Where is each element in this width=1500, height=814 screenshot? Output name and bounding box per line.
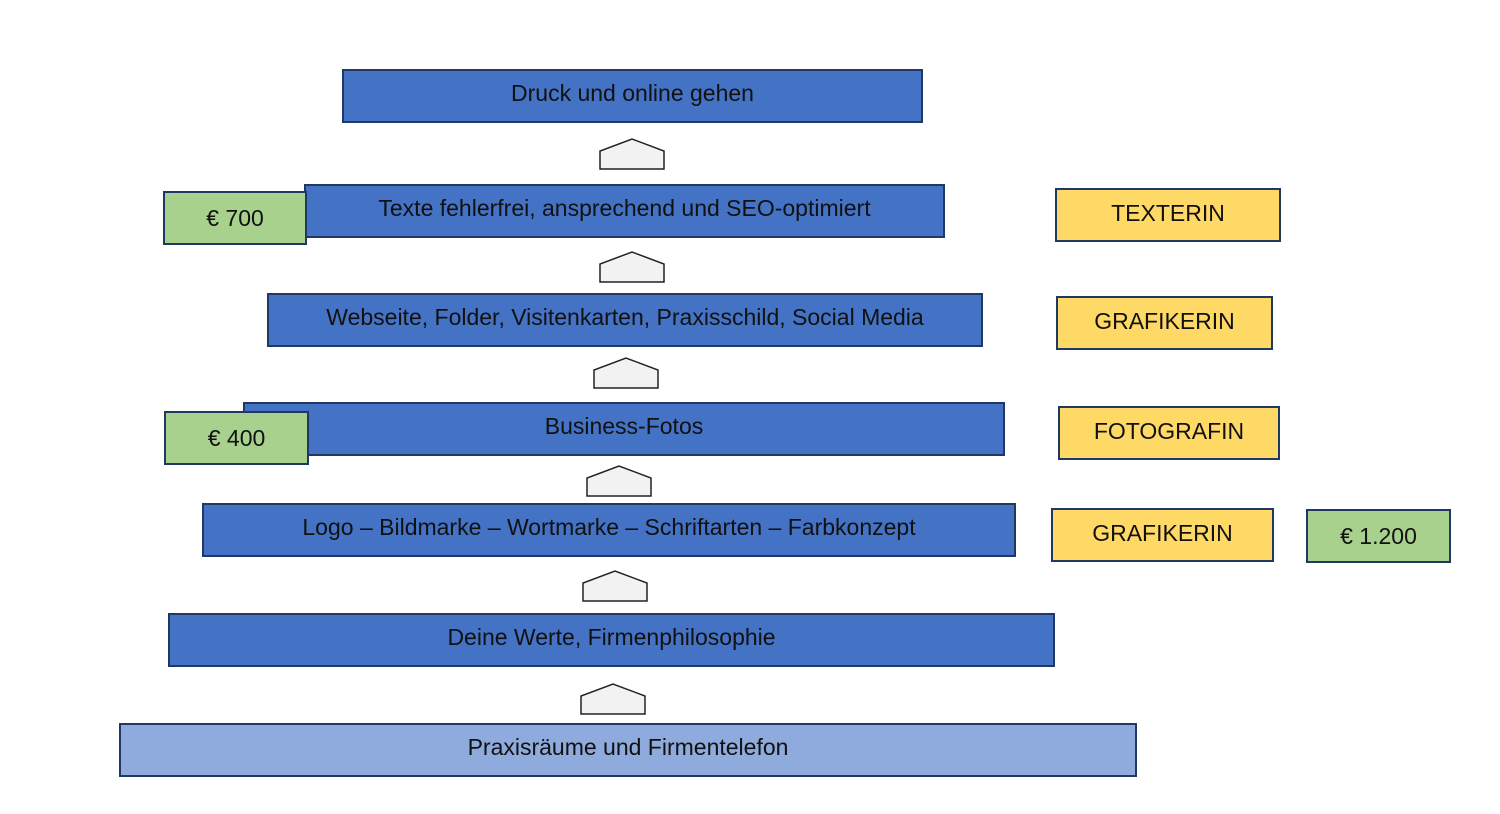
- up-arrow-icon: [581, 569, 649, 603]
- up-arrow-icon: [598, 137, 666, 171]
- up-arrow-icon: [585, 464, 653, 498]
- role-grafikerin-branding: GRAFIKERIN: [1051, 508, 1274, 562]
- role-grafikerin-media: GRAFIKERIN: [1056, 296, 1273, 350]
- price-badge-700: € 700: [163, 191, 307, 245]
- price-badge-400: € 400: [164, 411, 309, 465]
- up-arrow-icon: [598, 250, 666, 284]
- step-texts: Texte fehlerfrei, ansprechend und SEO-op…: [304, 184, 945, 238]
- price-badge-1200: € 1.200: [1306, 509, 1451, 563]
- up-arrow-icon: [579, 682, 647, 716]
- role-fotografin: FOTOGRAFIN: [1058, 406, 1280, 460]
- role-texterin: TEXTERIN: [1055, 188, 1281, 242]
- up-arrow-icon: [592, 356, 660, 390]
- step-business-photos: Business-Fotos: [243, 402, 1005, 456]
- step-print-online: Druck und online gehen: [342, 69, 923, 123]
- step-branding: Logo – Bildmarke – Wortmarke – Schriftar…: [202, 503, 1016, 557]
- step-premises: Praxisräume und Firmentelefon: [119, 723, 1137, 777]
- step-media: Webseite, Folder, Visitenkarten, Praxiss…: [267, 293, 983, 347]
- step-values: Deine Werte, Firmenphilosophie: [168, 613, 1055, 667]
